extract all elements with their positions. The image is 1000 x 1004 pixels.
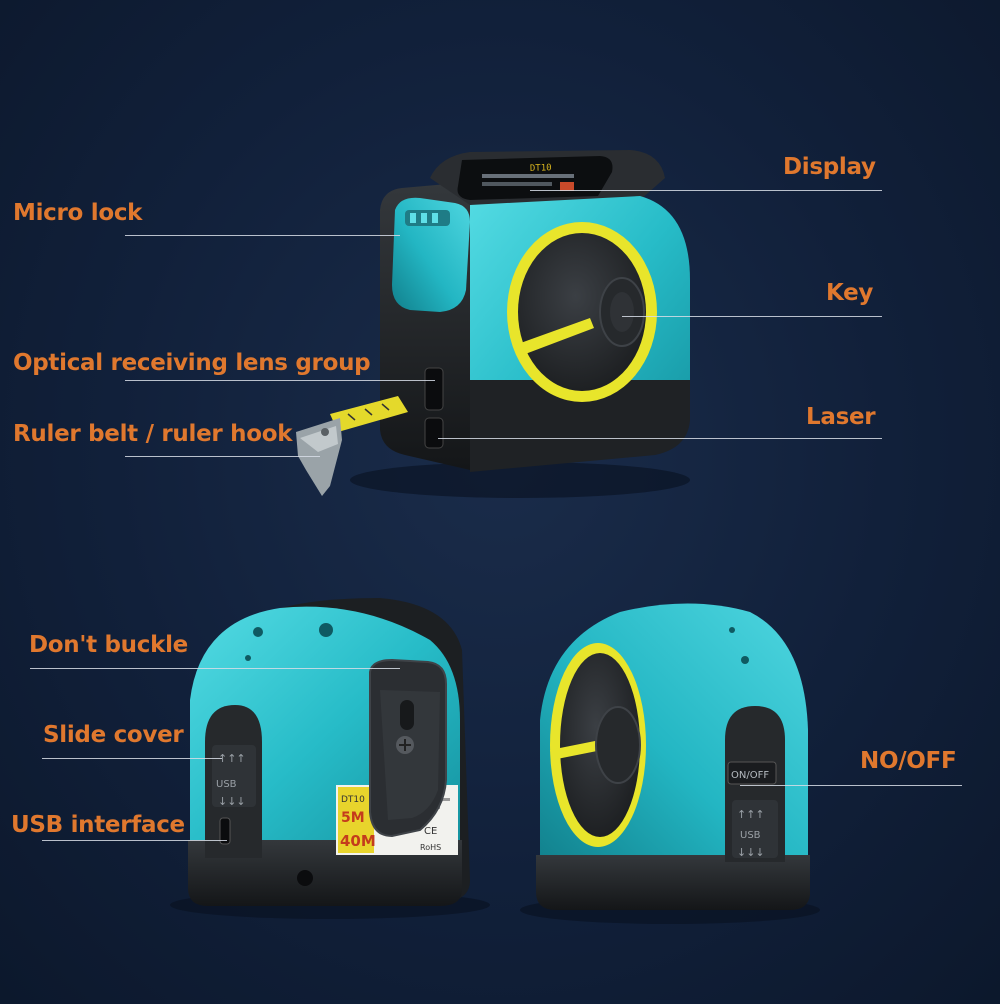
svg-text:↓↓↓: ↓↓↓ xyxy=(218,795,246,808)
svg-text:↓↓↓: ↓↓↓ xyxy=(737,846,765,859)
sticker-tape-text: 5M xyxy=(341,810,365,826)
on-off-text: ON/OFF xyxy=(731,770,769,781)
label-slide-cover: Slide cover xyxy=(43,722,184,748)
label-key: Key xyxy=(826,280,874,306)
label-dont-buckle: Don't buckle xyxy=(29,632,188,658)
bottom-right-device: ON/OFF ↑↑↑ USB ↓↓↓ xyxy=(520,603,820,924)
ruler-hook-icon xyxy=(296,396,408,496)
clip-icon xyxy=(369,658,447,838)
laser-ring-icon xyxy=(507,222,657,402)
label-micro-lock: Micro lock xyxy=(13,200,143,226)
svg-text:↑↑↑: ↑↑↑ xyxy=(737,808,765,821)
label-display: Display xyxy=(783,154,876,180)
micro-lock-leader xyxy=(125,235,400,236)
label-laser: Laser xyxy=(806,404,876,430)
sticker-model-text: DT10 xyxy=(341,795,365,805)
ruler-hook-leader xyxy=(125,456,320,457)
bottom-left-device: ↑↑↑ USB ↓↓↓ DT10 5M 40M CE RoHS xyxy=(170,598,490,919)
optical-lens-leader xyxy=(125,380,435,381)
label-ruler-hook: Ruler belt / ruler hook xyxy=(13,421,293,447)
label-no-off: NO/OFF xyxy=(860,748,957,774)
label-optical-lens: Optical receiving lens group xyxy=(13,350,371,376)
usb-right-text: USB xyxy=(740,830,761,841)
label-usb-interface: USB interface xyxy=(11,812,185,838)
slide-cover-leader xyxy=(42,758,222,759)
usb-left-text: USB xyxy=(216,779,237,790)
sticker-ce-text: CE xyxy=(424,826,437,837)
laser-leader xyxy=(438,438,882,439)
svg-text:↑↑↑: ↑↑↑ xyxy=(218,752,246,765)
sticker-laser-text: 40M xyxy=(340,832,376,850)
top-device: DT10 xyxy=(296,150,690,498)
sticker-rohs-text: RoHS xyxy=(420,843,441,852)
lock-button-icon xyxy=(392,197,470,312)
dont-buckle-leader xyxy=(30,668,400,669)
usb-interface-leader xyxy=(42,840,227,841)
screen-model-text: DT10 xyxy=(530,163,552,174)
no-off-leader xyxy=(740,785,962,786)
display-leader xyxy=(530,190,882,191)
key-leader xyxy=(622,316,882,317)
